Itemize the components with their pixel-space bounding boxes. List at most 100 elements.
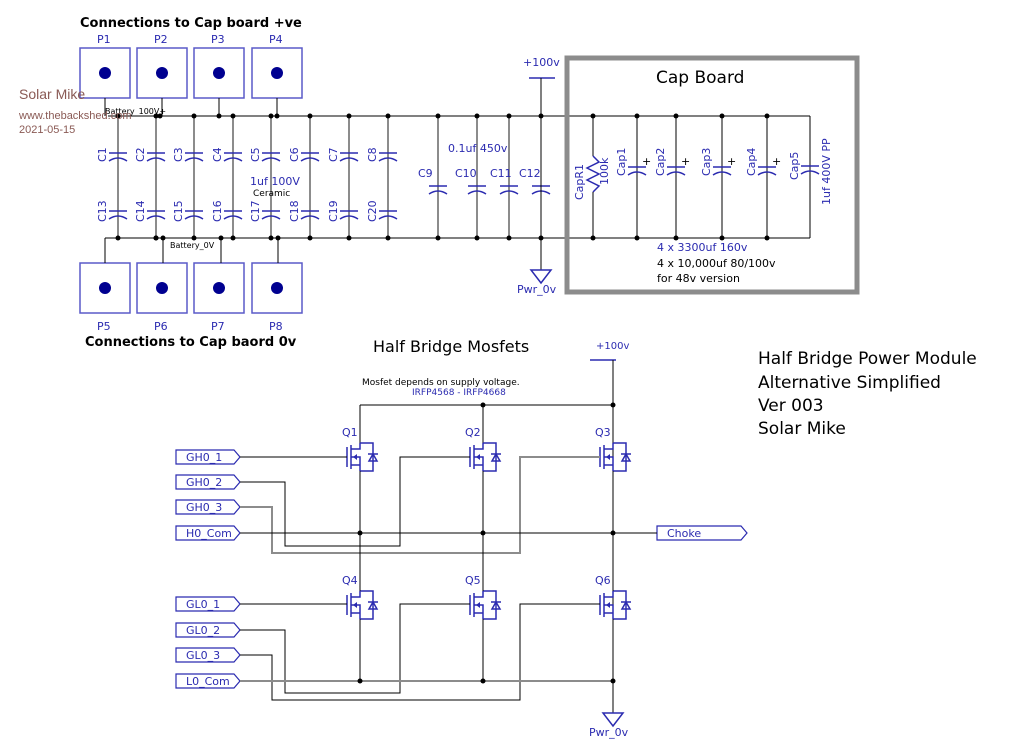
capacitor-plate-curved <box>261 215 281 220</box>
capacitor-label: C13 <box>96 200 109 222</box>
pad-hole <box>156 67 168 79</box>
body-diode <box>620 600 632 610</box>
capacitor-label: C15 <box>172 200 185 222</box>
electrolytic-label: Cap2 <box>654 148 667 176</box>
title-line-2: Alternative Simplified <box>758 373 941 393</box>
capacitor-plate-curved <box>223 215 243 220</box>
mosfet-arrow <box>353 454 357 460</box>
mosfet-arrow <box>476 454 480 460</box>
junction-dot <box>673 235 679 241</box>
capacitor-plate-curved <box>300 157 320 162</box>
electrolytic-label: Cap3 <box>700 148 713 176</box>
port-gh0-2 <box>175 474 241 490</box>
film-cap-value: 1uf 400V PP <box>820 138 833 205</box>
junction-dot <box>590 235 596 241</box>
film-cap-label: C9 <box>418 167 433 180</box>
port-h0-com-label: H0_Com <box>186 527 232 540</box>
junction-dot <box>153 235 159 241</box>
mosfet-ref: Q1 <box>342 426 358 439</box>
pad-label: P7 <box>211 320 225 333</box>
pad-label: P8 <box>269 320 283 333</box>
junction-dot <box>719 113 725 119</box>
bottom-connectors-heading: Connections to Cap baord 0v <box>85 335 297 350</box>
junction-dot <box>590 113 596 119</box>
connector-pad <box>193 262 245 314</box>
pad-label: P2 <box>154 33 168 46</box>
capacitor-plate-curved <box>757 171 777 176</box>
capacitor-plate-curved <box>146 215 166 220</box>
port-gh0-3 <box>175 499 241 515</box>
body-diode <box>367 452 379 462</box>
capacitor-plate-curved <box>223 157 243 162</box>
junction-dot <box>506 235 512 241</box>
capacitor-plate-curved <box>339 157 359 162</box>
junction-dot <box>610 678 616 684</box>
junction-dot <box>480 530 486 536</box>
pad-label: P1 <box>97 33 111 46</box>
port-gl0-1-label: GL0_1 <box>186 598 220 611</box>
connector-pad <box>251 262 303 314</box>
junction-dot <box>480 402 486 408</box>
capacitor-plate-curved <box>712 171 732 176</box>
capacitor-plate-curved <box>184 215 204 220</box>
port-choke-label: Choke <box>667 527 701 540</box>
ceramic-value: 1uf 100V <box>250 175 300 188</box>
port-gh0-2-label: GH0_2 <box>186 476 222 489</box>
port-gl0-2 <box>175 622 241 638</box>
mosfet-ref: Q6 <box>595 574 611 587</box>
polarity-plus: + <box>772 155 781 168</box>
junction-dot <box>115 235 121 241</box>
junction-dot <box>435 235 441 241</box>
net-label-battery-positive: Battery_100V+ <box>105 107 166 116</box>
capacitor-label: C17 <box>249 200 262 222</box>
gate-wire <box>240 603 470 694</box>
junction-dot <box>346 113 352 119</box>
film-cap-ref: Cap5 <box>788 152 801 180</box>
pad-label: P6 <box>154 320 168 333</box>
resistor-zigzag <box>585 155 601 193</box>
port-gl0-1 <box>175 596 241 612</box>
pad-hole <box>156 282 168 294</box>
body-diode-wire <box>613 442 627 472</box>
junction-dot <box>719 235 725 241</box>
resistor-value: 100k <box>598 157 611 185</box>
polarity-plus: + <box>681 155 690 168</box>
title-line-3: Ver 003 <box>758 396 824 416</box>
film-cap-label: C12 <box>519 167 541 180</box>
pad-label: P5 <box>97 320 111 333</box>
capacitor-label: C20 <box>366 200 379 222</box>
junction-dot <box>346 235 352 241</box>
pad-hole <box>271 282 283 294</box>
ground-label: Pwr_0v <box>517 283 557 296</box>
pad-hole <box>213 67 225 79</box>
capacitor-plate-curved <box>378 157 398 162</box>
port-l0-com-label: L0_Com <box>186 675 230 688</box>
capacitor-label: C8 <box>366 147 379 162</box>
supply-top-label: +100v <box>523 56 560 69</box>
watermark-author: Solar Mike <box>19 86 86 102</box>
body-diode <box>490 600 502 610</box>
film-cap-label: C10 <box>455 167 477 180</box>
cap-board-note-2: 4 x 10,000uf 80/100v <box>657 257 776 270</box>
mosfet-ground-label: Pwr_0v <box>589 726 629 739</box>
capacitor-label: C6 <box>288 147 301 162</box>
port-l0-com <box>175 673 241 689</box>
junction-dot <box>610 530 616 536</box>
mosfet-arrow <box>606 602 610 608</box>
pad-hole <box>99 282 111 294</box>
capacitor-label: C1 <box>96 147 109 162</box>
title-line-4: Solar Mike <box>758 419 846 439</box>
junction-dot <box>506 113 512 119</box>
port-gh0-3-label: GH0_3 <box>186 501 222 514</box>
capacitor-label: C14 <box>134 200 147 222</box>
junction-dot <box>268 113 274 119</box>
junction-dot <box>610 402 616 408</box>
junction-dot <box>435 113 441 119</box>
port-choke <box>656 525 748 541</box>
pad-hole <box>213 282 225 294</box>
junction-dot <box>764 235 770 241</box>
